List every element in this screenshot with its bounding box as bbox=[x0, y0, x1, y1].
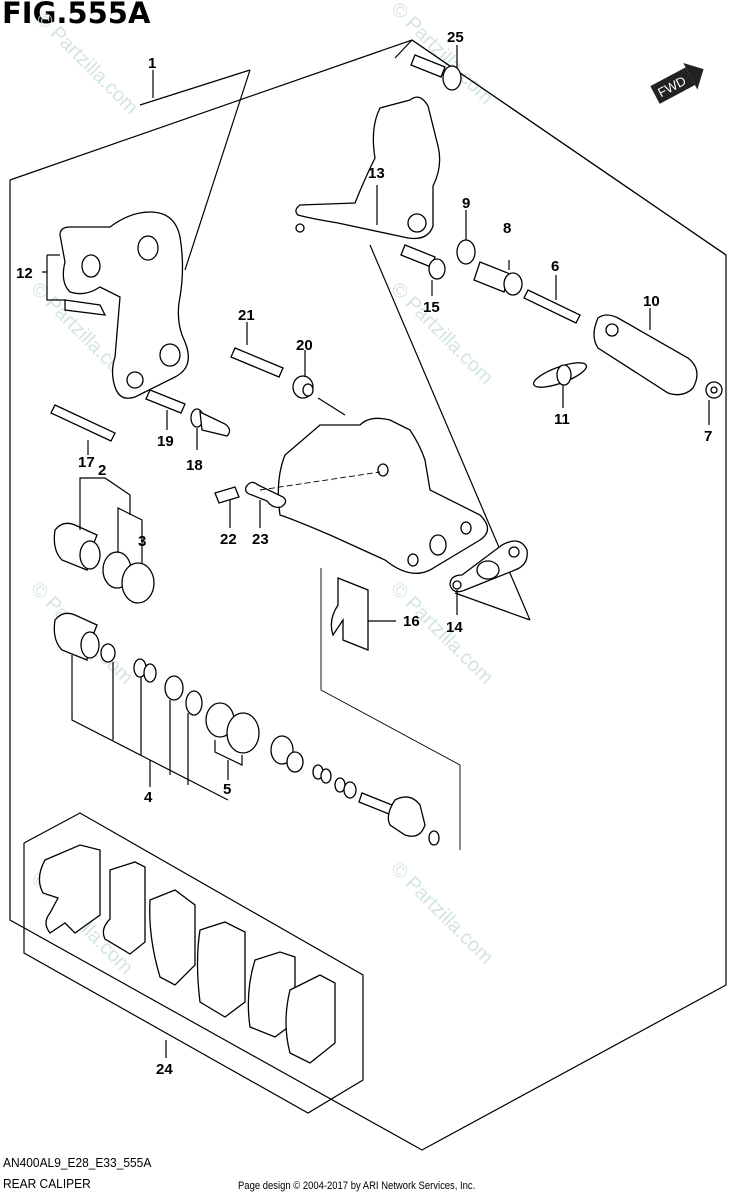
page-credit: Page design © 2004-2017 by ARI Network S… bbox=[238, 1180, 476, 1192]
callout-11: 11 bbox=[554, 411, 570, 428]
callout-7: 7 bbox=[704, 428, 712, 445]
callout-4: 4 bbox=[144, 789, 153, 806]
part-24-brake-pad-set bbox=[23, 812, 364, 1114]
callout-22: 22 bbox=[220, 531, 237, 548]
part-12-bracket bbox=[42, 211, 189, 399]
callout-3: 3 bbox=[138, 533, 146, 550]
callout-13: 13 bbox=[368, 165, 385, 182]
callout-19: 19 bbox=[157, 433, 174, 450]
leader-lines bbox=[87, 45, 710, 622]
watermark: © Partzilla.com bbox=[386, 578, 497, 689]
assembly-outline bbox=[9, 39, 727, 1151]
part-16-pad-spring bbox=[330, 577, 369, 651]
part-8-adjuster bbox=[473, 261, 523, 296]
callout-10: 10 bbox=[643, 293, 660, 310]
watermark: © Partzilla.com bbox=[386, 278, 497, 389]
caliper-body bbox=[277, 417, 489, 574]
callout-15: 15 bbox=[423, 299, 440, 316]
callout-12: 12 bbox=[16, 265, 33, 282]
callout-16: 16 bbox=[403, 613, 420, 630]
part-22-bleeder-valve bbox=[214, 486, 240, 504]
watermark: © Partzilla.com bbox=[386, 0, 497, 109]
part-20-boot bbox=[292, 375, 314, 399]
diagram-name: REAR CALIPER bbox=[3, 1176, 91, 1191]
callout-1: 1 bbox=[148, 55, 156, 72]
model-code: AN400AL9_E28_E33_555A bbox=[3, 1155, 152, 1170]
parking-adjuster-assembly bbox=[286, 751, 440, 846]
forward-direction-badge: FWD bbox=[650, 62, 704, 104]
part-4-parking-piston-set bbox=[53, 612, 229, 801]
callout-labels: 1 2 3 4 5 6 7 8 9 10 11 12 13 14 15 16 1… bbox=[16, 29, 712, 1078]
part-13-parking-lever bbox=[295, 96, 441, 240]
watermark: © Partzilla.com bbox=[386, 858, 497, 969]
part-5-seal-set bbox=[205, 702, 294, 780]
callout-5: 5 bbox=[223, 781, 231, 798]
part-23-bleeder-cap bbox=[244, 481, 287, 509]
part-19-slide-pin-bolt bbox=[145, 389, 186, 414]
callout-14: 14 bbox=[446, 619, 463, 636]
part-3-piston-seal bbox=[121, 562, 155, 604]
callout-8: 8 bbox=[503, 220, 511, 237]
callout-20: 20 bbox=[296, 337, 313, 354]
part-7-nut bbox=[705, 381, 723, 399]
callout-2: 2 bbox=[98, 462, 106, 479]
callout-6: 6 bbox=[551, 258, 559, 275]
callout-23: 23 bbox=[252, 531, 269, 548]
watermark: © Partzilla.com bbox=[31, 8, 142, 119]
callout-21: 21 bbox=[238, 307, 255, 324]
part-10-lever bbox=[593, 314, 698, 396]
callout-25: 25 bbox=[447, 29, 464, 46]
callout-18: 18 bbox=[186, 457, 203, 474]
callout-24: 24 bbox=[156, 1061, 173, 1078]
part-2-piston bbox=[53, 522, 101, 571]
callout-17: 17 bbox=[78, 454, 95, 471]
part-25-mounting-bolt bbox=[410, 54, 462, 91]
part-15-bolt bbox=[400, 244, 446, 280]
part-17-pad-pin bbox=[50, 404, 116, 442]
part-14-gasket bbox=[449, 540, 528, 593]
figure-title: FIG.555A bbox=[2, 0, 151, 30]
part-18-slide-pin bbox=[190, 408, 231, 437]
part-21-bolt bbox=[230, 347, 284, 378]
callout-9: 9 bbox=[462, 195, 470, 212]
part-6-adjuster-bolt bbox=[523, 289, 581, 324]
part-11-return-spring bbox=[532, 362, 588, 388]
part-9-o-ring bbox=[456, 239, 476, 265]
